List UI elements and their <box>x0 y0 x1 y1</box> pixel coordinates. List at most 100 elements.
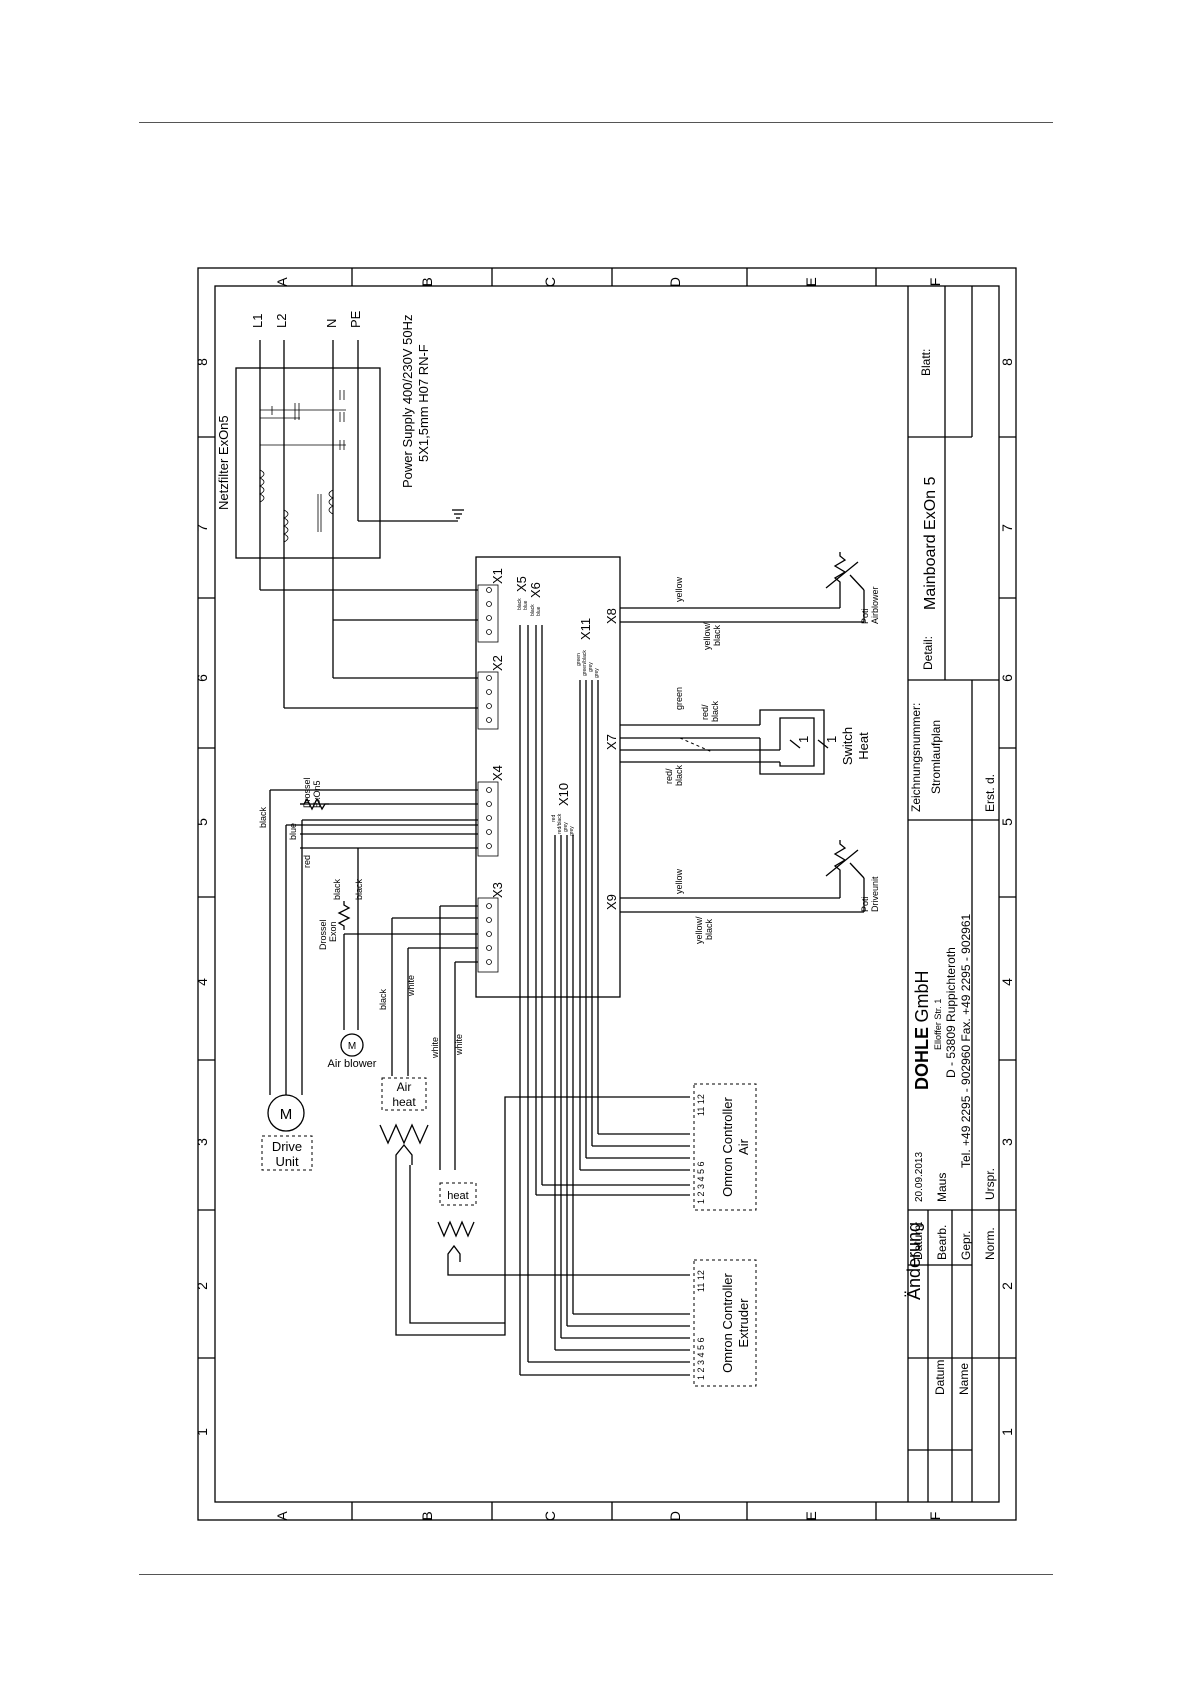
wire-label-green: green <box>674 687 684 710</box>
title-blatt: Blatt: <box>919 349 933 376</box>
frame-col-8-right: 8 <box>999 358 1015 366</box>
x11-wire-1: green <box>576 653 582 666</box>
x10-wire-4: grey <box>569 826 575 836</box>
wire-label-red-black-2: black <box>710 700 720 722</box>
choke-blower-symbol <box>337 901 351 930</box>
title-norm-label: Norm. <box>983 1227 997 1260</box>
x5-wire-black: black <box>517 598 523 610</box>
omron-extruder-terminals: 1 2 3 4 5 6 <box>696 1337 706 1380</box>
wire-label-white-heat-1: white <box>430 1037 440 1059</box>
x11-wire-4: grey <box>594 668 600 678</box>
blower-motor-symbol: M <box>348 1041 356 1052</box>
wire-label-red-black-1: red/ <box>700 704 710 720</box>
frame-col-3: 3 <box>194 1138 210 1146</box>
poti-airblower-label-2: Airblower <box>870 586 880 624</box>
frame-col-4-right: 4 <box>999 978 1015 986</box>
heat-label: heat <box>447 1190 468 1202</box>
connector-x3: X3 <box>490 882 505 898</box>
connector-x8: X8 <box>604 608 619 624</box>
title-block: Blatt: Mainboard ExOn 5 Detail: Zeichnun… <box>904 286 999 1502</box>
title-datum-col: Datum <box>933 1360 947 1395</box>
title-urspr: Urspr. <box>983 1168 997 1200</box>
air-heat: Air heat <box>379 1077 429 1165</box>
supply-l2-label: L2 <box>274 314 289 328</box>
wire-label-yellow-black-x9-1: yellow/ <box>694 916 704 944</box>
frame-col-7-right: 7 <box>999 524 1015 532</box>
connector-x9: X9 <box>604 894 619 910</box>
title-stromlaufplan: Stromlaufplan <box>929 720 943 794</box>
poti-airblower-label-1: Poti <box>860 608 870 624</box>
connector-x2: X2 <box>490 655 505 671</box>
drive-motor-symbol: M <box>280 1106 293 1123</box>
wire-label-white-airheat: white <box>406 975 416 997</box>
frame-col-1: 1 <box>194 1428 210 1436</box>
wire-label-red-black-4: black <box>674 764 684 786</box>
frame-col-6-right: 6 <box>999 674 1015 682</box>
supply-lines: L1 L2 N PE Power Supply 400/230V 50Hz 5X… <box>216 310 478 709</box>
x11-wire-3: grey <box>588 662 594 672</box>
netzfilter-label: Netzfilter ExOn5 <box>216 415 231 510</box>
omron-extruder-label-2: Extruder <box>736 1298 751 1348</box>
x11-wire-2: green/black <box>582 650 588 676</box>
title-detail: Detail: <box>921 636 935 670</box>
omron-extruder-label-1: Omron Controller <box>720 1272 735 1372</box>
frame-col-6: 6 <box>194 674 210 682</box>
netzfilter-box <box>235 367 381 559</box>
company-name: DOHLE GmbH <box>912 971 932 1090</box>
frame-row-b: B <box>419 277 435 286</box>
frame-row-a-bottom: A <box>274 1511 290 1521</box>
heat-element: heat <box>437 1182 477 1262</box>
supply-cable: 5X1,5mm H07 RN-F <box>416 344 431 462</box>
frame-col-8: 8 <box>194 358 210 366</box>
frame-row-f-bottom: F <box>927 1512 943 1521</box>
title-zeichnungsnummer: Zeichnungsnummer: <box>909 703 923 812</box>
x10-wire-3: grey <box>563 822 569 832</box>
title-erst: Erst. d. <box>983 774 997 812</box>
air-blower: M Air blower <box>328 1033 377 1070</box>
wire-label-black-blower-2: black <box>354 878 364 900</box>
title-gepr-label: Gepr. <box>959 1231 973 1260</box>
wire-label-yellow-black-x9-2: black <box>704 918 714 940</box>
wire-label-black-airheat: black <box>378 988 388 1010</box>
connector-x5: X5 <box>514 576 529 592</box>
x10-wire-2: red/black <box>557 813 563 834</box>
frame-row-f: F <box>927 278 943 287</box>
frame-row-d-bottom: D <box>667 1511 683 1521</box>
connector-x7: X7 <box>604 734 619 750</box>
air-heat-label-2: heat <box>392 1095 416 1109</box>
drive-unit: M Drive Unit <box>261 1094 313 1171</box>
frame-row-e-bottom: E <box>803 1511 819 1520</box>
omron-extruder-terminals-high: 11 12 <box>696 1270 706 1292</box>
wire-label-red: red <box>302 855 312 868</box>
choke-blower-label-2: Exon <box>328 921 338 942</box>
x5-wire-blue: blue <box>523 600 529 610</box>
frame-row-e: E <box>803 277 819 286</box>
connector-x4: X4 <box>490 765 505 781</box>
omron-air-label-2: Air <box>736 1138 751 1155</box>
poti-airblower-symbol <box>825 552 865 591</box>
frame-col-5-right: 5 <box>999 818 1015 826</box>
title-bearb-label: Bearb. <box>935 1225 949 1260</box>
device-labels: Drossel ExOn5 Drossel Exon Poti Airblowe… <box>302 586 880 950</box>
wire-label-red-black-3: red/ <box>664 768 674 784</box>
title-name-col: Name <box>957 1363 971 1395</box>
x6-wire-blue: blue <box>536 606 542 616</box>
poti-driveunit-label-2: Driveunit <box>870 876 880 912</box>
supply-l1-label: L1 <box>250 314 265 328</box>
wire-label-white-heat-2: white <box>454 1034 464 1056</box>
supply-spec: Power Supply 400/230V 50Hz <box>400 315 415 488</box>
switch-heat-label-1: Switch <box>840 727 855 765</box>
connector-x6: X6 <box>528 582 543 598</box>
wire-label-blue: blue <box>288 823 298 840</box>
switch-heat-mark-2: 1 <box>824 736 839 743</box>
title-aenderung: Änderung <box>904 1222 924 1300</box>
wire-label-yellow-black-x8-1: yellow/ <box>702 622 712 650</box>
frame-row-a: A <box>274 277 290 287</box>
wire-labels: black blue red black black black white w… <box>258 576 722 1059</box>
poti-driveunit-symbol <box>825 840 865 879</box>
footer-rule <box>139 1574 1053 1575</box>
drive-label-1: Drive <box>272 1139 302 1154</box>
frame-row-c: C <box>542 277 558 287</box>
choke-blower-label-1: Drossel <box>318 919 328 950</box>
